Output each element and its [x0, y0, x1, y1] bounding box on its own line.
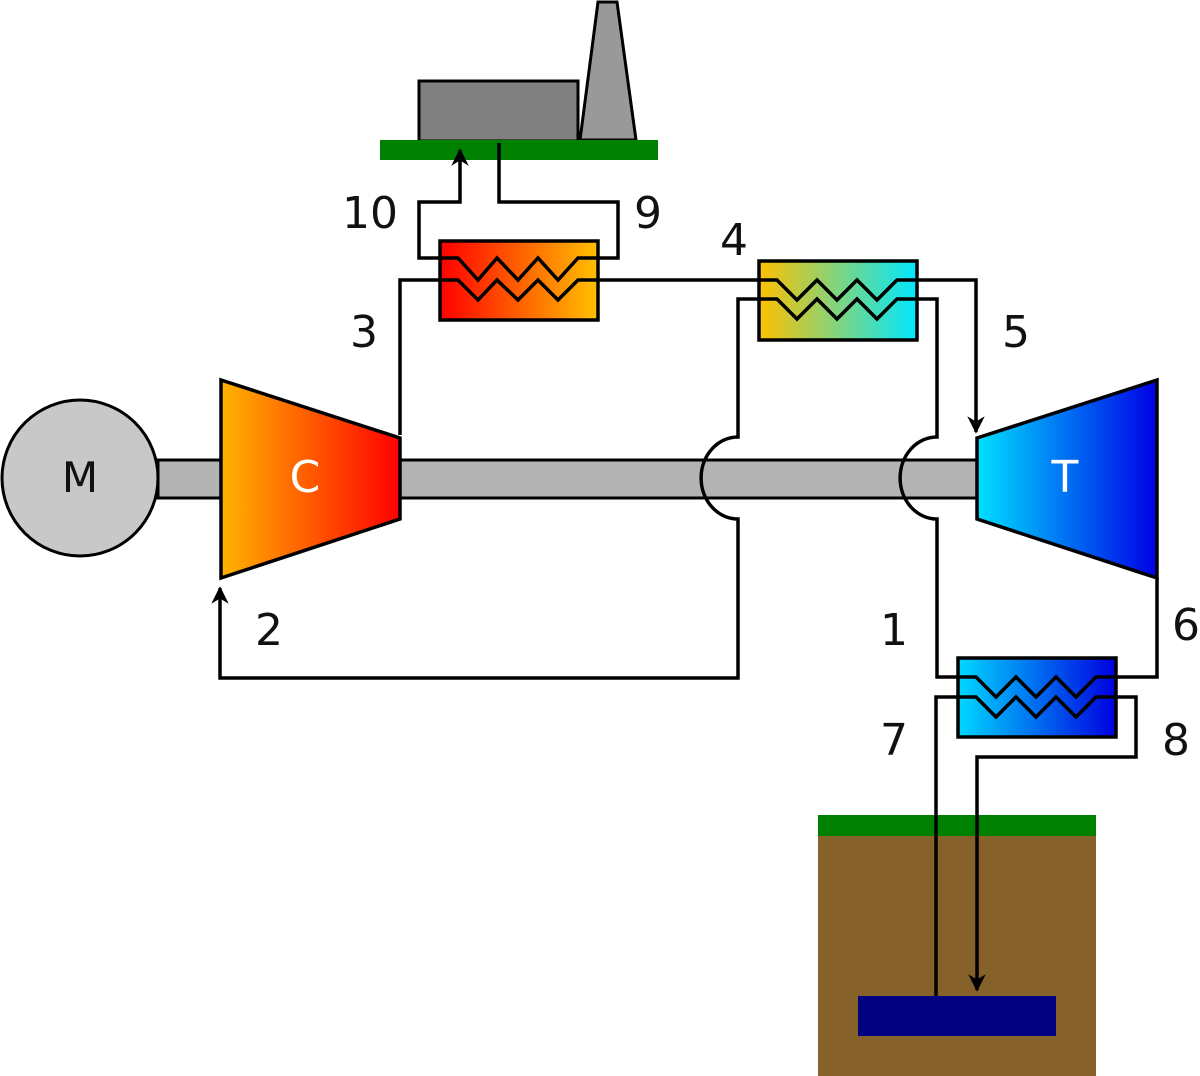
pipe-3: [398, 278, 440, 435]
turbine-label: T: [1051, 452, 1079, 503]
hx-cold-coil-bottom: [958, 694, 1116, 720]
pipe-recup-out: [211, 297, 760, 680]
hx-recup-coil-bottom: [759, 296, 917, 322]
state-label-6: 6: [1172, 600, 1200, 651]
motor-circle: [0, 398, 160, 558]
pipe-5: [917, 278, 985, 434]
state-label-2: 2: [255, 605, 283, 656]
state-label-10: 10: [342, 188, 398, 239]
state-label-1: 1: [880, 605, 908, 656]
compressor: C: [219, 377, 402, 581]
turbine-body: [975, 377, 1159, 581]
motor-label: M: [62, 453, 98, 502]
shaft-left: [156, 458, 226, 500]
reservoir: [858, 996, 1056, 1036]
turbine: T: [975, 377, 1159, 581]
state-label-4: 4: [720, 215, 748, 266]
state-label-9: 9: [634, 188, 662, 239]
pipe-9: [497, 143, 620, 260]
grass: [818, 815, 1096, 836]
heat-exchanger-cold: [956, 656, 1118, 739]
state-label-7: 7: [880, 715, 908, 766]
hx-hot-coil-top: [440, 255, 598, 283]
hx-recup-coil-top: [759, 277, 917, 303]
pipe-10: [417, 148, 469, 260]
motor: M: [0, 398, 160, 558]
soil: [818, 835, 1096, 1076]
ground-source: [818, 815, 1096, 1076]
building-body: [417, 79, 580, 143]
heat-exchanger-recuperator: [757, 259, 919, 342]
hx-hot-coil-bottom: [440, 277, 598, 303]
compressor-body: [219, 377, 402, 581]
building-ground: [380, 140, 658, 160]
compressor-label: C: [290, 452, 321, 503]
state-label-3: 3: [350, 307, 378, 358]
chimney: [578, 0, 638, 142]
pipe-recup-in: [898, 297, 958, 679]
heat-exchanger-hot: [438, 239, 600, 322]
heat-consumer-building: [380, 0, 658, 160]
state-label-8: 8: [1162, 715, 1190, 766]
state-label-5: 5: [1002, 307, 1030, 358]
hx-cold-coil-top: [958, 674, 1116, 700]
shaft-main: [396, 458, 982, 500]
pipe-6: [1116, 578, 1159, 679]
